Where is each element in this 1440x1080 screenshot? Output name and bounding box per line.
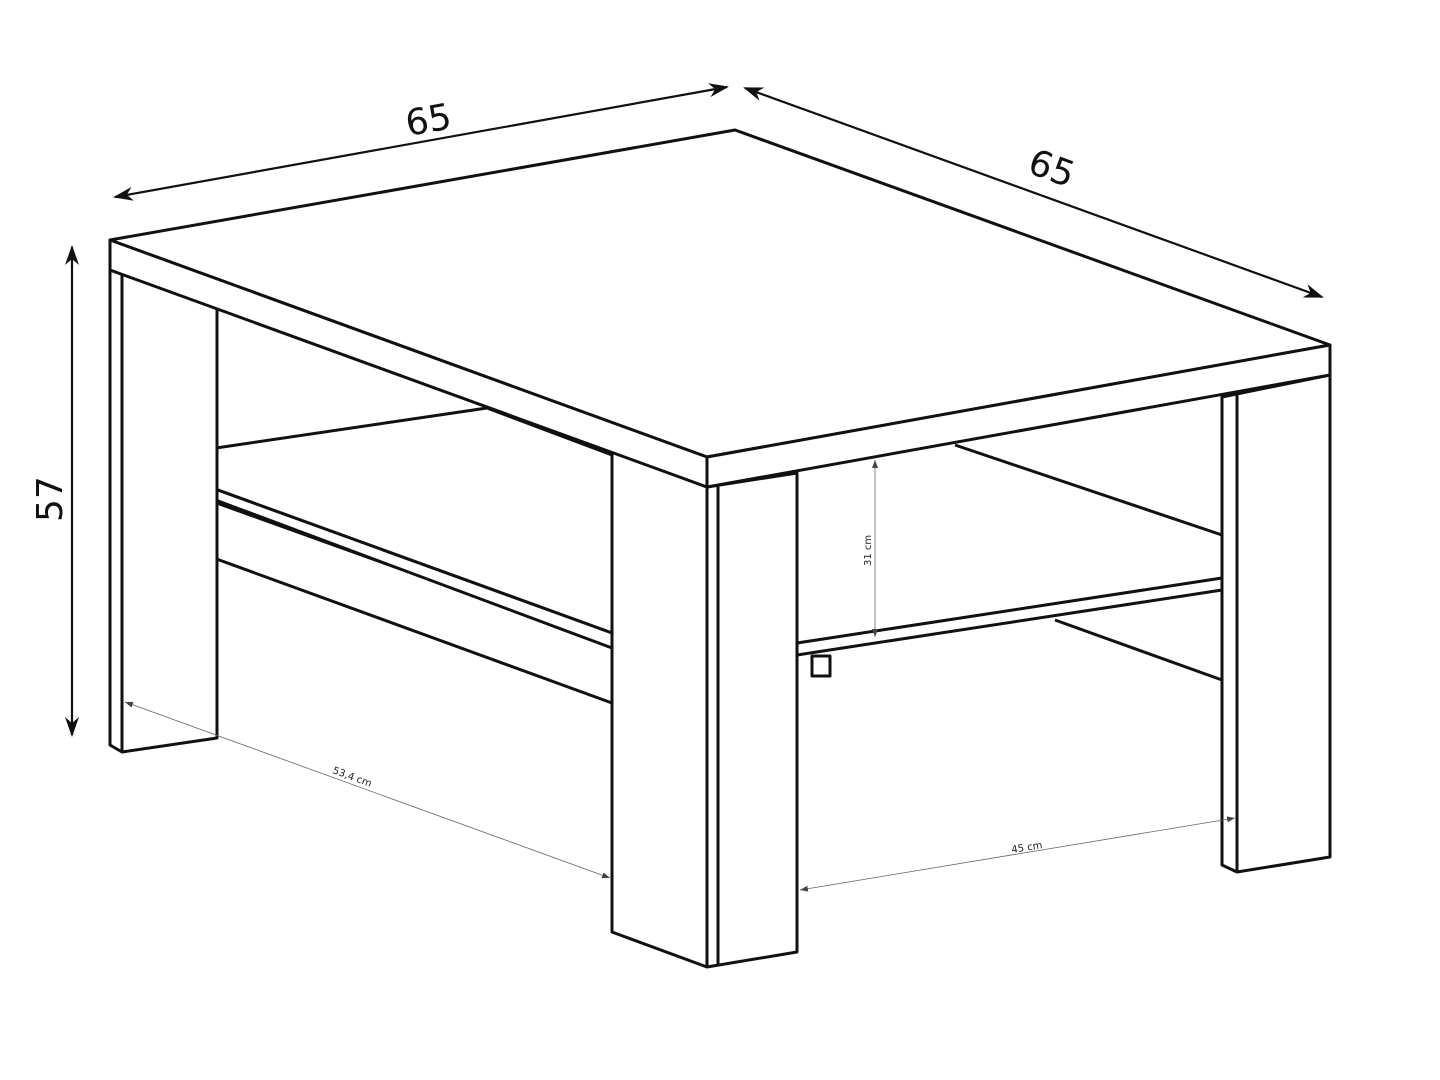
height-label: 57: [30, 476, 71, 522]
depth-label: 65: [1023, 142, 1080, 196]
side-gap-label: 53,4 cm: [331, 765, 373, 789]
table-structure: [108, 128, 1332, 969]
front-gap-label: 45 cm: [1011, 840, 1043, 856]
side-gap-dimension: [124, 701, 611, 879]
shelf-height-label: 31 cm: [863, 535, 874, 566]
front-gap-dimension: [799, 816, 1236, 892]
width-label: 65: [402, 97, 454, 145]
depth-dimension-arrow: [743, 86, 1324, 299]
width-dimension-arrow: [113, 83, 729, 201]
